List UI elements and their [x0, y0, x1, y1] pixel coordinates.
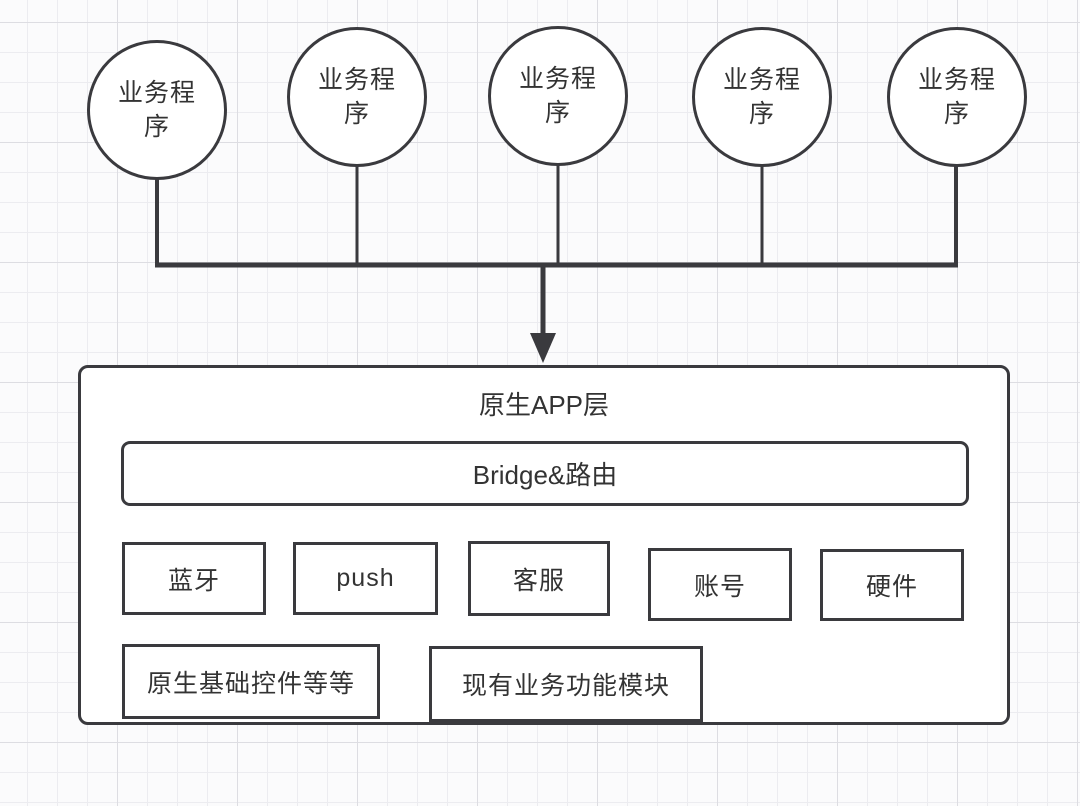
module-existing-business-functions: 现有业务功能模块 — [429, 646, 703, 722]
module-push: push — [293, 542, 438, 615]
arrow-head — [530, 333, 556, 363]
bridge-router-box: Bridge&路由 — [121, 441, 969, 506]
node-business-app-3: 业务程序 — [488, 26, 628, 166]
node-label: 业务程序 — [518, 65, 597, 127]
module-customer-service: 客服 — [468, 541, 610, 616]
module-hardware: 硬件 — [820, 549, 964, 621]
node-business-app-4: 业务程序 — [692, 27, 832, 167]
native-app-layer-title: 原生APP层 — [478, 390, 610, 420]
module-native-base-controls: 原生基础控件等等 — [122, 644, 380, 719]
node-label: 业务程序 — [317, 66, 396, 128]
node-label: 业务程序 — [917, 66, 996, 128]
node-business-app-2: 业务程序 — [287, 27, 427, 167]
module-bluetooth: 蓝牙 — [122, 542, 266, 615]
node-label: 业务程序 — [117, 79, 196, 141]
module-account: 账号 — [648, 548, 792, 621]
node-business-app-1: 业务程序 — [87, 40, 227, 180]
node-label: 业务程序 — [722, 66, 801, 128]
node-business-app-5: 业务程序 — [887, 27, 1027, 167]
native-app-layer-container: 原生APP层 Bridge&路由 蓝牙 push 客服 账号 硬件 原生基础控件… — [78, 365, 1010, 725]
